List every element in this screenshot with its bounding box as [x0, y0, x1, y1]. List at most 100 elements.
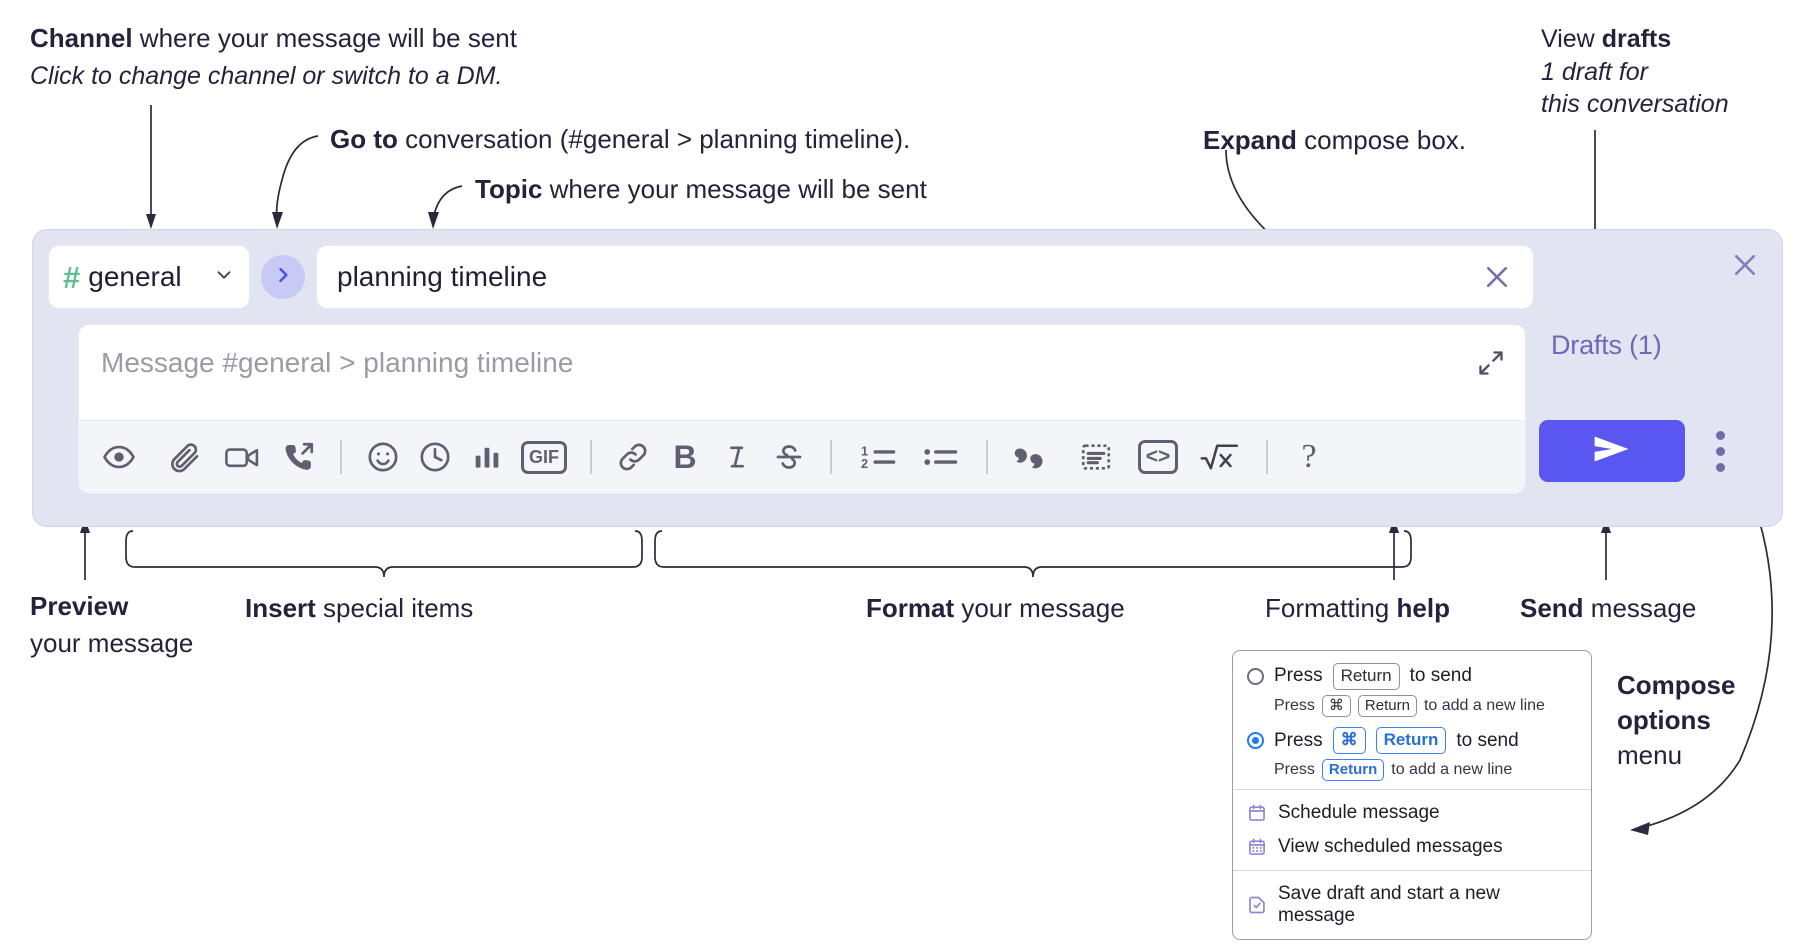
svg-text:1: 1: [861, 443, 868, 458]
menu-item-save-draft[interactable]: Save draft and start a new message: [1233, 877, 1591, 933]
send-option-cmd-return-hint: Press Return to add a new line: [1274, 759, 1577, 782]
key-return: Return: [1357, 694, 1417, 718]
code-block-icon[interactable]: [1065, 431, 1127, 483]
annotation-channel-bold: Channel: [30, 23, 133, 53]
menu-item-label: Schedule message: [1278, 802, 1440, 824]
annotation-expand: Expand compose box.: [1203, 124, 1466, 158]
calendar-icon: [1247, 803, 1267, 823]
option2-post: to send: [1456, 729, 1519, 751]
annotation-send-bold: Send: [1520, 593, 1584, 623]
kebab-dot: [1715, 430, 1725, 440]
emoji-icon[interactable]: [357, 431, 409, 483]
gif-label: GIF: [521, 440, 567, 474]
annotation-drafts-bold: drafts: [1601, 25, 1672, 53]
clear-icon[interactable]: [1473, 253, 1521, 301]
option2-pre: Press: [1274, 729, 1323, 751]
annotation-insert: Insert special items: [245, 592, 473, 626]
gif-icon[interactable]: GIF: [513, 431, 575, 483]
annotation-goto-bold: Go to: [330, 124, 398, 154]
compose-panel: # general planning timeline Message #gen…: [33, 230, 1782, 526]
blockquote-icon[interactable]: [1003, 431, 1065, 483]
formatting-toolbar: GIF B: [79, 421, 1525, 493]
channel-selector[interactable]: # general: [49, 246, 249, 308]
annotation-preview: Preview your message: [30, 590, 193, 661]
menu-divider: [1233, 870, 1591, 872]
compose-options-menu: Press Return to send Press ⌘ Return to a…: [1232, 650, 1592, 941]
annotation-preview-line2: your message: [30, 627, 194, 658]
help-label: ?: [1301, 438, 1317, 475]
go-to-conversation-button[interactable]: [261, 255, 305, 299]
preview-icon[interactable]: [93, 431, 145, 483]
compose-header-row: # general planning timeline: [49, 246, 1533, 308]
key-command: ⌘: [1332, 727, 1366, 755]
help-icon[interactable]: ?: [1283, 431, 1335, 483]
toolbar-divider: [1266, 440, 1268, 474]
clock-icon[interactable]: [409, 431, 461, 483]
send-button[interactable]: [1539, 420, 1685, 482]
annotation-channel: Channel where your message will be sent …: [30, 22, 517, 92]
latex-icon[interactable]: [1189, 431, 1251, 483]
message-placeholder: Message #general > planning timeline: [101, 347, 574, 378]
bold-icon[interactable]: B: [659, 431, 711, 483]
annotation-help-reg: Formatting: [1265, 593, 1397, 623]
code-label: <>: [1137, 440, 1179, 474]
radio-button[interactable]: [1247, 667, 1264, 685]
send-option-return[interactable]: Press Return to send Press ⌘ Return to a…: [1233, 661, 1591, 718]
bulleted-list-icon[interactable]: [909, 431, 971, 483]
hash-icon: #: [63, 259, 81, 295]
expand-icon[interactable]: [1467, 339, 1515, 387]
send-option-return-row: Press Return to send: [1247, 663, 1577, 690]
calendar-list-icon: [1247, 837, 1267, 857]
strikethrough-icon[interactable]: [763, 431, 815, 483]
message-input[interactable]: Message #general > planning timeline: [79, 325, 1525, 421]
annotation-topic: Topic where your message will be sent: [475, 173, 927, 207]
toolbar-divider: [830, 440, 832, 474]
option2-hint-pre: Press: [1274, 761, 1315, 779]
svg-text:2: 2: [861, 456, 868, 471]
annotation-compose-bold2: options: [1617, 704, 1711, 735]
annotation-drafts: View drafts 1 draft for this conversatio…: [1541, 23, 1729, 120]
send-option-cmd-return-row: Press ⌘ Return to send: [1247, 727, 1577, 755]
close-icon[interactable]: [1724, 244, 1766, 286]
attachment-icon[interactable]: [159, 431, 211, 483]
menu-item-label: Save draft and start a new message: [1278, 883, 1500, 927]
topic-field[interactable]: planning timeline: [317, 246, 1533, 308]
send-option-return-hint: Press ⌘ Return to add a new line: [1274, 694, 1577, 718]
topic-value: planning timeline: [337, 261, 548, 292]
link-icon[interactable]: [607, 431, 659, 483]
menu-item-view-scheduled[interactable]: View scheduled messages: [1233, 830, 1591, 864]
menu-divider: [1233, 789, 1591, 791]
compose-options-button[interactable]: [1700, 420, 1740, 482]
key-return: Return: [1321, 759, 1385, 782]
menu-item-schedule-message[interactable]: Schedule message: [1233, 796, 1591, 830]
italic-icon[interactable]: [711, 431, 763, 483]
ordered-list-icon[interactable]: 1 2: [847, 431, 909, 483]
annotation-topic-bold: Topic: [475, 174, 543, 204]
annotation-help-bold: help: [1396, 593, 1450, 623]
chevron-right-icon: [273, 265, 293, 290]
toolbar-divider: [986, 440, 988, 474]
option1-pre: Press: [1274, 665, 1323, 687]
menu-item-label: View scheduled messages: [1278, 836, 1503, 858]
annotation-expand-rest: compose box.: [1296, 125, 1467, 155]
annotation-compose-line3: menu: [1617, 739, 1683, 770]
annotation-topic-rest: where your message will be sent: [542, 174, 927, 204]
annotation-format-bold: Format: [866, 593, 955, 623]
audio-call-icon[interactable]: [273, 431, 325, 483]
option1-hint-pre: Press: [1274, 697, 1315, 715]
option2-hint-post: to add a new line: [1391, 761, 1513, 779]
annotation-send: Send message: [1520, 592, 1696, 626]
annotation-goto: Go to conversation (#general > planning …: [330, 123, 910, 157]
video-icon[interactable]: [211, 431, 273, 483]
send-icon: [1590, 430, 1634, 473]
code-icon[interactable]: <>: [1127, 431, 1189, 483]
option1-hint-post: to add a new line: [1423, 697, 1545, 715]
drafts-link[interactable]: Drafts (1): [1551, 330, 1662, 360]
radio-button-selected[interactable]: [1247, 732, 1264, 750]
annotation-preview-bold: Preview: [30, 591, 129, 621]
poll-icon[interactable]: [461, 431, 513, 483]
send-option-cmd-return[interactable]: Press ⌘ Return to send Press Return to a…: [1233, 725, 1591, 782]
annotation-send-rest: message: [1583, 593, 1697, 623]
key-return: Return: [1375, 727, 1447, 755]
annotation-drafts-reg: View: [1541, 25, 1602, 53]
